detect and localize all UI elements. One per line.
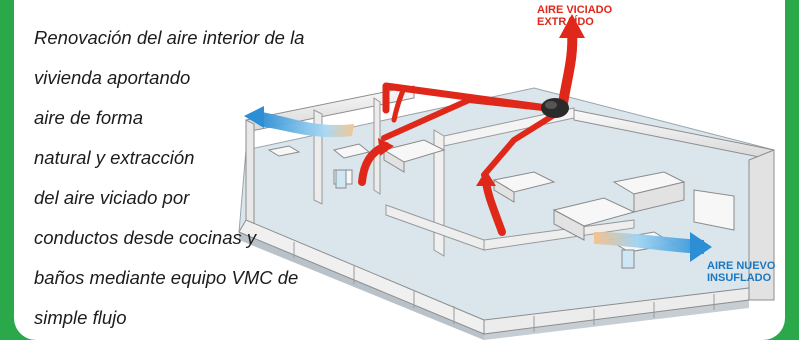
supply-air-label: AIRE NUEVO INSUFLADO [707, 260, 775, 284]
windows [335, 169, 635, 269]
exhaust-air-label: AIRE VICIADO EXTRAÍDO [537, 4, 612, 28]
fresh-air-flow-right [594, 232, 712, 262]
description-text: Renovación del aire interior de la vivie… [34, 18, 394, 338]
extraction-arrowhead-left [378, 138, 394, 156]
description-line: del aire viciado por [34, 187, 190, 208]
description-line: baños mediante equipo VMC de [34, 267, 299, 288]
supply-label-line2: INSUFLADO [707, 272, 772, 284]
exhaust-label-line1: AIRE VICIADO [537, 4, 613, 16]
illustration-card: Renovación del aire interior de la vivie… [14, 0, 785, 340]
front-wall-panels [293, 242, 715, 332]
vmc-unit [541, 98, 569, 118]
supply-label-line1: AIRE NUEVO [707, 260, 776, 272]
ventilation-house-diagram [238, 14, 775, 340]
description-line: conductos desde cocinas y [34, 227, 257, 248]
description-line: natural y extracción [34, 147, 195, 168]
description-line: Renovación del aire interior de la [34, 27, 305, 48]
exhaust-label-line2: EXTRAÍDO [537, 16, 594, 28]
description-line: vivienda aportando [34, 67, 191, 88]
furniture [267, 139, 735, 253]
fresh-air-flow-left [244, 106, 354, 138]
description-line: aire de forma [34, 107, 143, 128]
house-walls [238, 85, 775, 335]
extraction-arrowhead-right [476, 170, 496, 186]
description-line: simple flujo [34, 307, 127, 328]
exhaust-arrow-up [559, 14, 585, 38]
